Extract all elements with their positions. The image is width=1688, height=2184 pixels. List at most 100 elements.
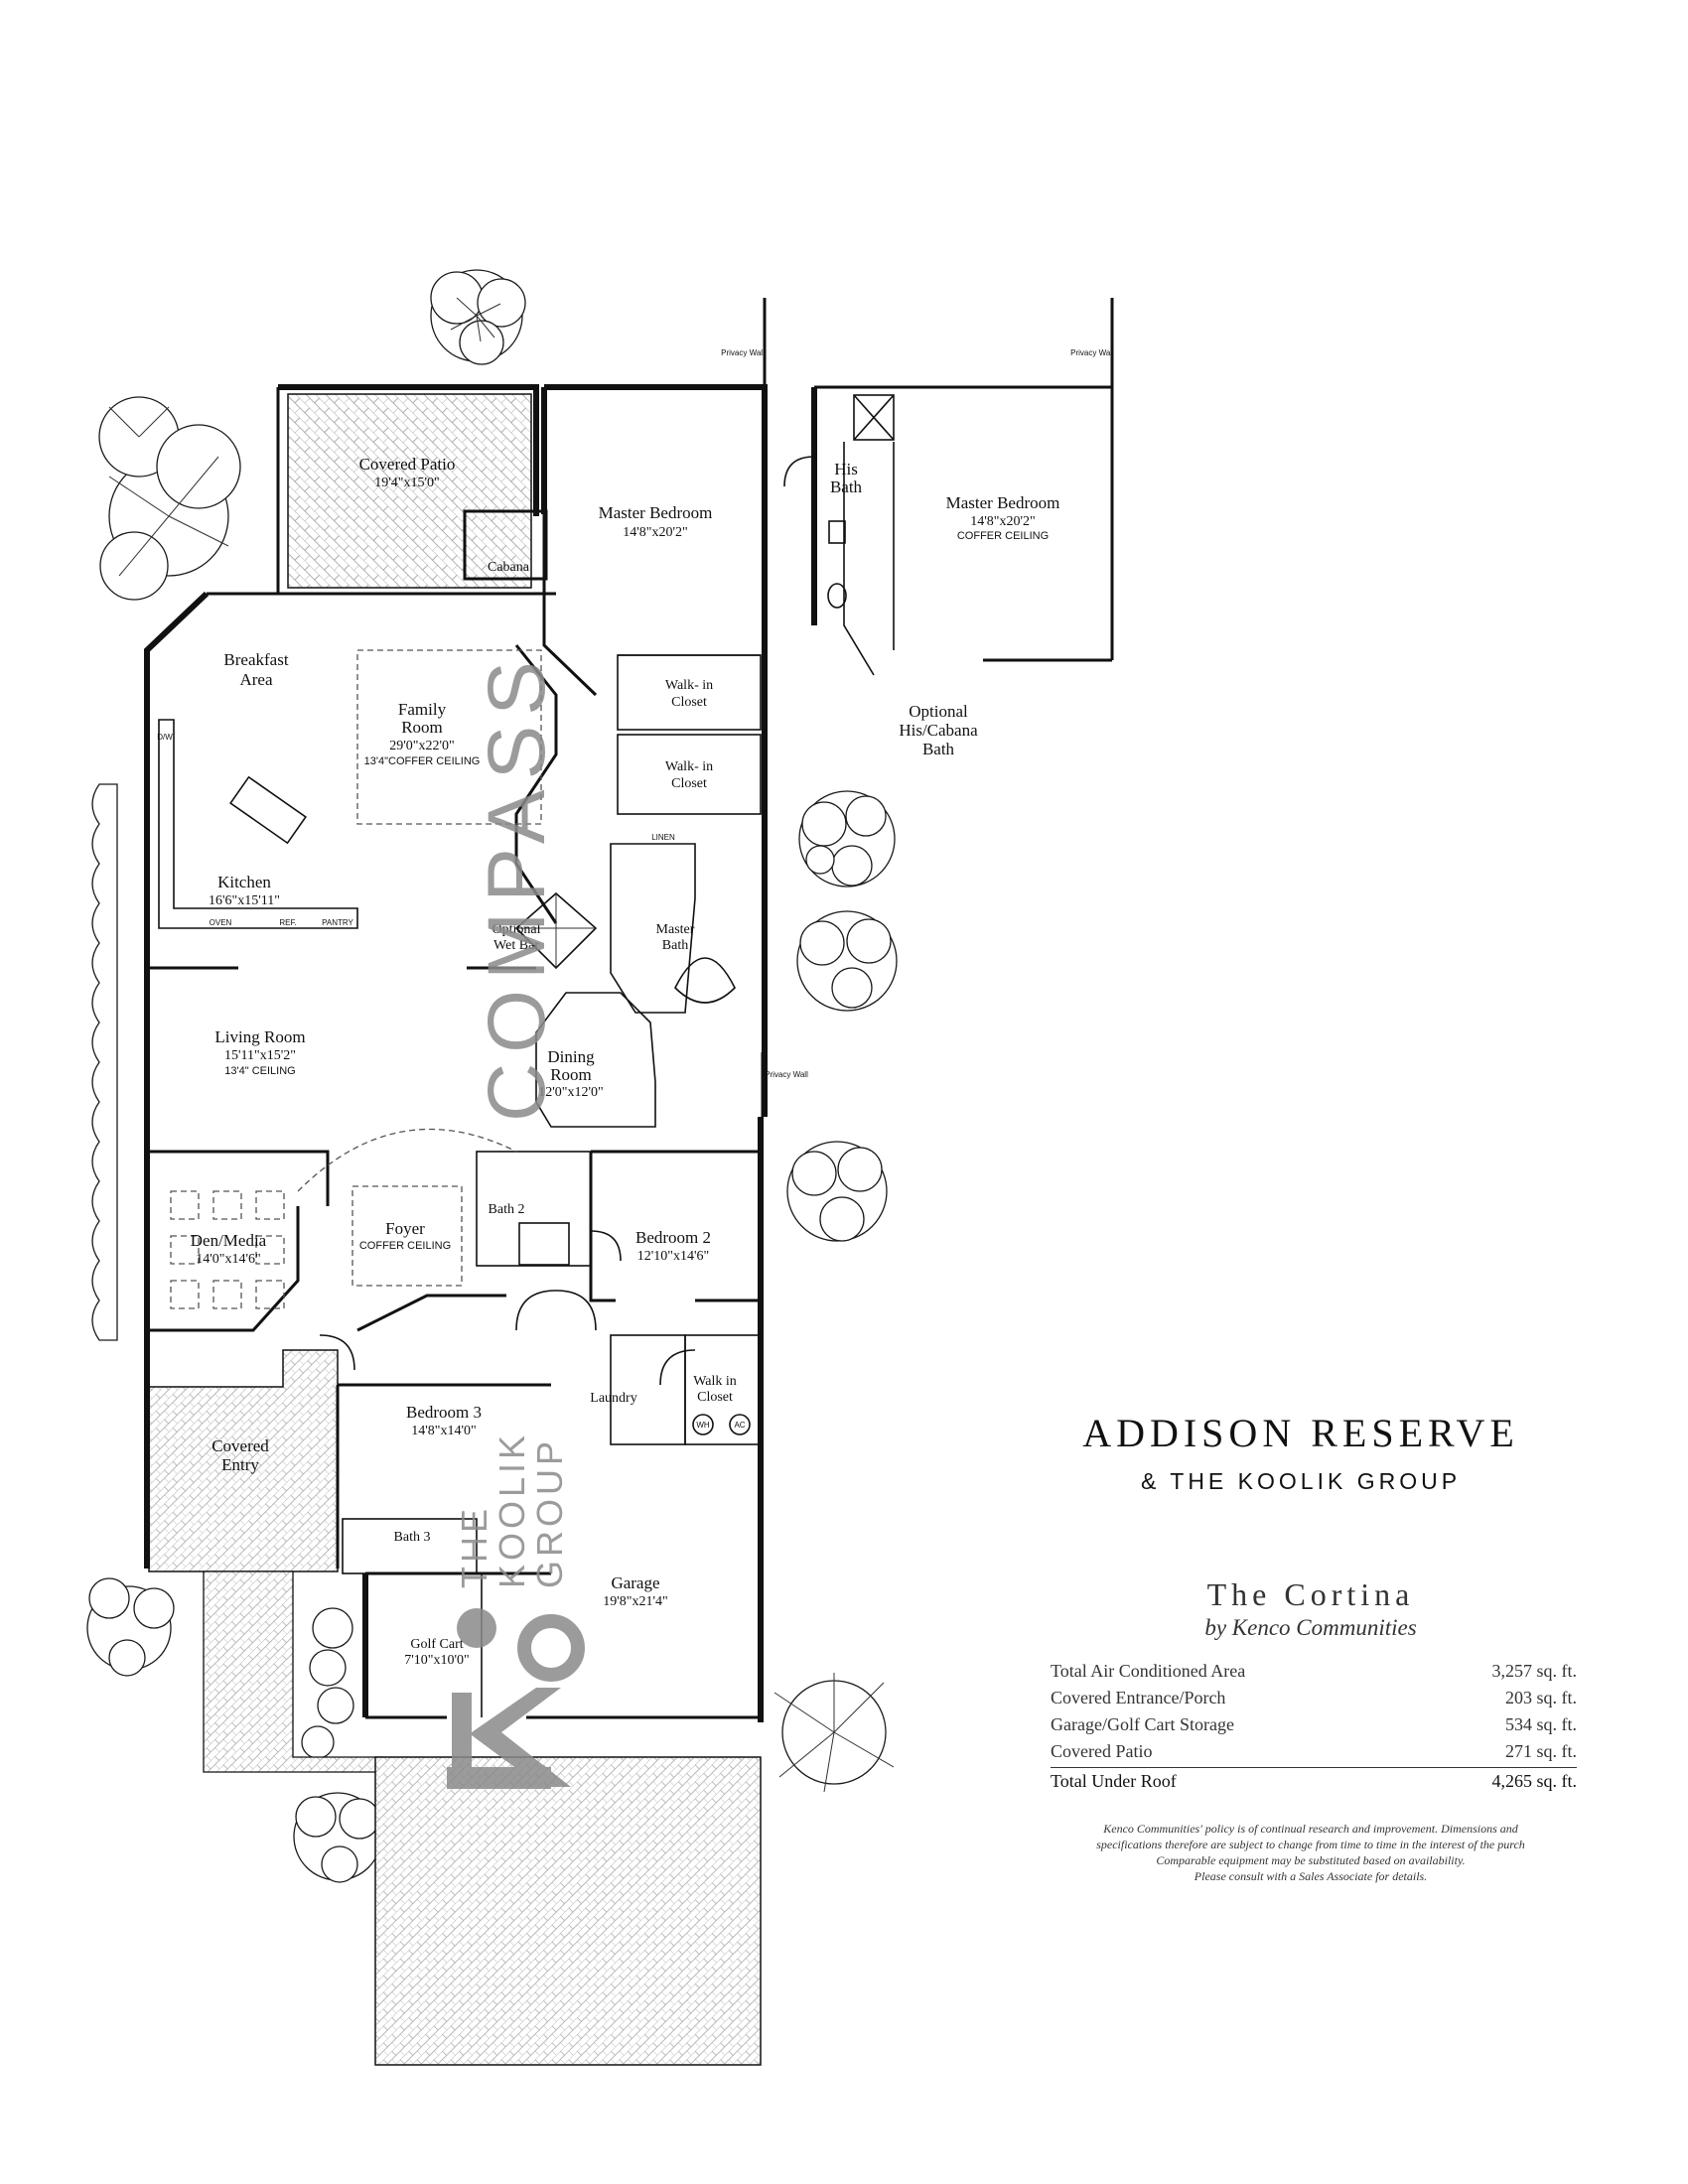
shrub-bottom: [293, 1792, 382, 1883]
disclaimer-line: Kenco Communities' policy is of continua…: [1103, 1822, 1518, 1836]
room-garage: Garage 19'8"x21'4": [603, 1573, 667, 1609]
svg-text:Closet: Closet: [671, 776, 707, 791]
svg-text:His/Cabana: His/Cabana: [899, 721, 978, 740]
svg-text:Covered: Covered: [211, 1436, 269, 1455]
room-living-room: Living Room 15'11"x15'2" 13'4" CEILING: [214, 1027, 305, 1077]
room-bath-3: Bath 3: [394, 1530, 431, 1545]
room-optional-wet-bar: Optional Wet Bar: [492, 922, 541, 953]
svg-text:Room: Room: [401, 718, 443, 737]
room-cabana: Cabana: [488, 560, 530, 575]
area-row: Covered Entrance/Porch 203 sq. ft.: [1051, 1685, 1577, 1711]
tree-top: [430, 269, 526, 365]
family-room-coffer: [356, 649, 542, 825]
svg-text:D/W: D/W: [157, 733, 173, 742]
svg-text:14'8"x14'0": 14'8"x14'0": [411, 1424, 476, 1438]
utility-fixtures: WH AC: [692, 1414, 751, 1435]
svg-text:Master: Master: [656, 922, 695, 937]
room-laundry: Laundry: [590, 1391, 636, 1406]
brand-subtitle: & THE KOOLIK GROUP: [1140, 1468, 1462, 1494]
room-covered-entry: Covered Entry: [211, 1436, 269, 1474]
svg-text:THE: THE: [454, 1505, 494, 1588]
svg-text:Privacy Wall: Privacy Wall: [1070, 348, 1114, 357]
room-walk-in-closet-1: Walk- in Closet: [665, 678, 713, 710]
svg-text:COFFER CEILING: COFFER CEILING: [957, 530, 1049, 542]
area-value: 3,257 sq. ft.: [1491, 1661, 1578, 1681]
svg-text:12'0"x12'0": 12'0"x12'0": [538, 1085, 603, 1100]
svg-text:KOOLIK: KOOLIK: [492, 1432, 532, 1588]
room-bedroom-3: Bedroom 3 14'8"x14'0": [406, 1403, 482, 1438]
brand-title: ADDISON RESERVE: [1082, 1411, 1519, 1455]
svg-text:Closet: Closet: [671, 695, 707, 710]
svg-text:13'4" CEILING: 13'4" CEILING: [224, 1065, 295, 1077]
svg-text:Den/Media: Den/Media: [191, 1231, 267, 1250]
room-walk-in-closet-3: Walk in Closet: [693, 1374, 737, 1405]
svg-text:Optional: Optional: [492, 922, 541, 937]
area-value: 203 sq. ft.: [1505, 1688, 1577, 1707]
svg-text:16'6"x15'11": 16'6"x15'11": [209, 893, 280, 908]
linen-label: LINEN: [651, 833, 675, 842]
svg-text:Closet: Closet: [697, 1390, 733, 1405]
area-total-label: Total Under Roof: [1051, 1771, 1177, 1791]
disclaimer-line: specifications therefore are subject to …: [1096, 1838, 1525, 1851]
compass-watermark: COMPASS: [472, 651, 562, 1122]
svg-text:19'8"x21'4": 19'8"x21'4": [603, 1594, 667, 1609]
svg-text:14'8"x20'2": 14'8"x20'2": [970, 514, 1035, 529]
area-row: Total Air Conditioned Area 3,257 sq. ft.: [1051, 1658, 1577, 1685]
svg-text:Walk- in: Walk- in: [665, 678, 713, 693]
svg-text:Foyer: Foyer: [385, 1219, 425, 1238]
svg-text:Bath: Bath: [830, 478, 863, 496]
room-dining-room: Dining Room 12'0"x12'0": [538, 1047, 603, 1100]
svg-text:Master Bedroom: Master Bedroom: [599, 503, 713, 522]
area-row: Covered Patio 271 sq. ft.: [1051, 1738, 1577, 1765]
svg-text:COMPASS: COMPASS: [472, 651, 562, 1122]
flower-bed: [301, 1607, 354, 1759]
optional-his-cabana-inset: Privacy Wall His Bath Master Bedroom 14'…: [783, 298, 1114, 758]
area-total-value: 4,265 sq. ft.: [1491, 1771, 1578, 1791]
svg-text:15'11"x15'2": 15'11"x15'2": [224, 1048, 296, 1063]
svg-text:Privacy Wall: Privacy Wall: [721, 348, 765, 357]
covered-patio-paving: [287, 393, 532, 589]
svg-text:Breakfast: Breakfast: [223, 650, 288, 669]
svg-text:Privacy Wall: Privacy Wall: [765, 1070, 808, 1079]
driveway-paving: [374, 1756, 762, 2066]
shrub-bottom-left: [86, 1577, 175, 1677]
room-covered-patio: Covered Patio 19'4"x15'0": [359, 455, 456, 490]
tree-right-palm: [774, 1673, 895, 1793]
svg-text:His: His: [834, 460, 858, 478]
room-walk-in-closet-2: Walk- in Closet: [665, 759, 713, 791]
room-family-room: Family Room 29'0"x22'0" 13'4"COFFER CEIL…: [364, 700, 481, 767]
svg-text:Walk in: Walk in: [693, 1374, 737, 1389]
kitchen-fixtures: OVEN REF. PANTRY D/W: [157, 733, 353, 927]
area-label: Covered Entrance/Porch: [1051, 1688, 1226, 1707]
svg-text:Bath: Bath: [662, 938, 688, 953]
disclaimer-line: Please consult with a Sales Associate fo…: [1194, 1869, 1428, 1883]
disclaimer-line: Comparable equipment may be substituted …: [1156, 1853, 1466, 1867]
svg-text:14'0"x14'6": 14'0"x14'6": [196, 1252, 260, 1267]
tree-left-palm: [98, 396, 241, 601]
svg-text:Golf Cart: Golf Cart: [410, 1637, 463, 1652]
room-kitchen: Kitchen 16'6"x15'11": [209, 873, 280, 908]
room-master-bath: Master Bath: [656, 922, 695, 953]
svg-text:Master Bedroom: Master Bedroom: [946, 493, 1060, 512]
interior-walls: [145, 509, 762, 1717]
koolik-logo-mark: [447, 1608, 585, 1789]
area-table: Total Air Conditioned Area 3,257 sq. ft.…: [1051, 1658, 1577, 1795]
svg-text:Bath: Bath: [922, 740, 955, 758]
svg-text:Bedroom 2: Bedroom 2: [635, 1228, 711, 1247]
room-master-bedroom: Master Bedroom 14'8"x20'2": [599, 503, 713, 540]
svg-text:29'0"x22'0": 29'0"x22'0": [389, 739, 454, 753]
svg-text:Covered Patio: Covered Patio: [359, 455, 456, 474]
room-foyer: Foyer COFFER CEILING: [359, 1219, 451, 1252]
area-label: Covered Patio: [1051, 1741, 1153, 1761]
svg-text:COFFER CEILING: COFFER CEILING: [359, 1240, 451, 1252]
svg-text:WH: WH: [696, 1421, 710, 1430]
area-row: Garage/Golf Cart Storage 534 sq. ft.: [1051, 1711, 1577, 1738]
koolik-group-watermark: THE KOOLIK GROUP: [454, 1432, 570, 1588]
room-bath-2: Bath 2: [489, 1202, 525, 1217]
tree-right-3: [786, 1141, 888, 1242]
svg-text:REF.: REF.: [279, 918, 296, 927]
svg-text:14'8"x20'2": 14'8"x20'2": [623, 525, 687, 540]
room-breakfast-area: Breakfast Area: [223, 650, 288, 689]
svg-text:GROUP: GROUP: [529, 1437, 570, 1588]
room-golf-cart: Golf Cart 7'10"x10'0": [404, 1637, 469, 1668]
